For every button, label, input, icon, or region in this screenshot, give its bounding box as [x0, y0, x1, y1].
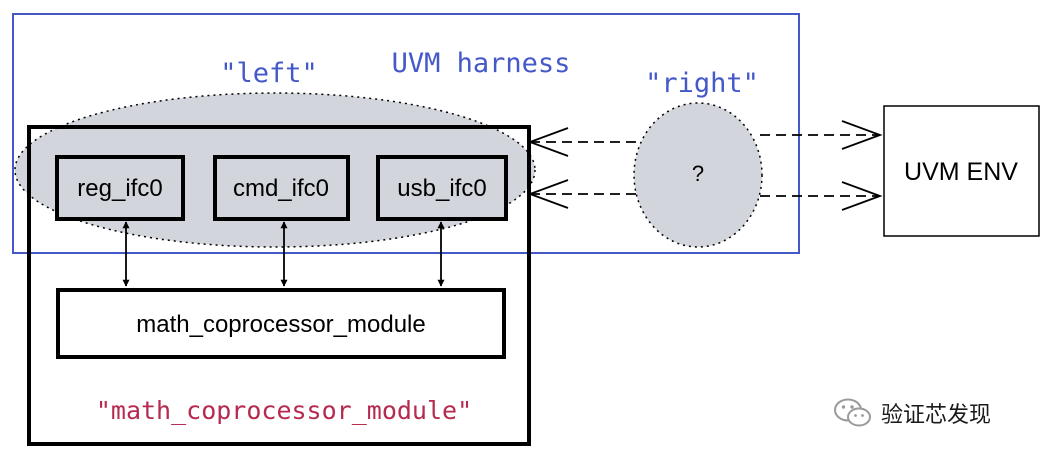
- reg-ifc0-label: reg_ifc0: [77, 175, 162, 202]
- uvm-env-box: [883, 105, 1040, 237]
- wechat-icon: [834, 398, 871, 427]
- env-arrowhead-upper: [841, 120, 883, 150]
- cmd-ifc0-label: cmd_ifc0: [233, 175, 329, 202]
- module-instance-label: "math_coprocessor_module": [96, 396, 472, 425]
- left-group-label: "left": [220, 58, 318, 89]
- watermark: 验证芯发现: [833, 396, 991, 430]
- uvm-env-label: UVM ENV: [904, 158, 1018, 186]
- right-group-label: "right": [645, 68, 759, 99]
- env-arrowhead-lower: [841, 181, 883, 211]
- module-box-label: math_coprocessor_module: [136, 311, 426, 338]
- math-coprocessor-module-box: [56, 288, 506, 359]
- uvm-harness-title: UVM harness: [392, 48, 571, 79]
- reg-ifc0-box: [55, 155, 185, 221]
- right-group-circle: [633, 102, 763, 248]
- left-arrowhead-lower: [527, 179, 569, 209]
- cmd-ifc0-box: [213, 155, 350, 221]
- usb-ifc0-box: [376, 155, 508, 221]
- right-node-text: ?: [692, 161, 704, 186]
- usb-ifc0-label: usb_ifc0: [397, 175, 486, 202]
- watermark-text: 验证芯发现: [881, 403, 992, 428]
- left-arrowhead-upper: [527, 127, 569, 157]
- math-coprocessor-module-outer-box: [27, 125, 531, 446]
- uvm-harness-box: [12, 13, 800, 254]
